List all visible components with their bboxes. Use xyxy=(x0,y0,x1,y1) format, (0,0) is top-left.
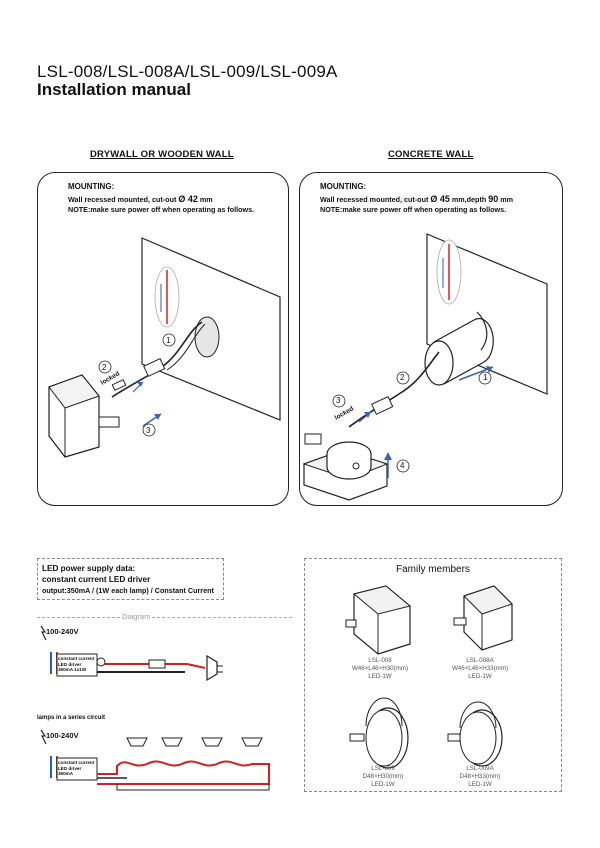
drywall-cutout: Ø 42 xyxy=(178,194,198,204)
family-icons xyxy=(345,585,513,769)
concrete-mounting-text: Wall recessed mounted, cut-out Ø 45 mm,d… xyxy=(320,194,560,215)
family-member-2: LSL-008A W46×L46×H33(mm) LED-1W xyxy=(430,657,530,681)
concrete-panel xyxy=(299,172,563,506)
wiring-diagram-single xyxy=(40,625,223,682)
drywall-unit: mm xyxy=(199,195,213,204)
lsl008-thumb-icon xyxy=(345,585,412,655)
drywall-note: NOTE:make sure power off when operating … xyxy=(68,205,255,214)
lsl009a-thumb-icon xyxy=(447,701,503,767)
concrete-cutout: Ø 45 xyxy=(430,194,450,204)
concrete-clip-icon xyxy=(304,433,322,445)
member2-model: LSL-008A xyxy=(466,657,494,664)
lsl008a-thumb-icon xyxy=(453,585,513,651)
power-supply-box xyxy=(37,558,224,600)
drywall-heading: DRYWALL OR WOODEN WALL xyxy=(90,149,234,160)
concrete-illustration xyxy=(302,233,548,501)
concrete-connector-icon xyxy=(371,396,394,415)
driver1-text: constant current LED driver 350mA 1x1W xyxy=(58,656,94,673)
power-supply-text: LED power supply data: constant current … xyxy=(42,563,227,596)
driver2-text: constant current LED driver 350mA xyxy=(58,760,94,777)
voltage2-label: 100-240V xyxy=(46,731,79,740)
drywall-step1: 1 xyxy=(166,336,171,345)
member1-model: LSL-008 xyxy=(368,657,392,664)
member4-power: LED-1W xyxy=(468,781,492,788)
family-member-3: LSL-009 D48×H30(mm) LED-1W xyxy=(333,765,433,789)
concrete-line1: Wall recessed mounted, cut-out xyxy=(320,195,429,204)
drywall-illustration xyxy=(48,237,281,458)
drywall-panel xyxy=(37,172,289,506)
lightning-icon xyxy=(40,625,47,641)
lamp-side-icon xyxy=(206,654,218,682)
member3-dims: D48×H30(mm) xyxy=(362,773,404,780)
psu-line3: output:350mA / (1W each lamp) / Constant… xyxy=(42,586,214,595)
cutout-hole xyxy=(194,316,220,358)
member2-power: LED-1W xyxy=(468,673,492,680)
connector-icon xyxy=(143,358,166,377)
concrete-mounting-label: MOUNTING: xyxy=(320,182,367,191)
led-driver-box-2 xyxy=(56,757,98,781)
plug-icon xyxy=(111,379,127,391)
concrete-arrow-step1 xyxy=(458,366,494,381)
document-title: LSL-008/LSL-008A/LSL-009/LSL-009A xyxy=(37,62,338,81)
driver1-line1: constant current xyxy=(58,656,95,661)
concrete-step3: 3 xyxy=(336,396,341,405)
member4-dims: D48×H33(mm) xyxy=(459,773,501,780)
diagram-divider-left xyxy=(37,617,120,618)
member1-dims: W46×L46×H30(mm) xyxy=(351,665,409,672)
member4-model: LSL-009A xyxy=(466,765,494,772)
family-member-4: LSL-009A D48×H33(mm) LED-1W xyxy=(430,765,530,789)
diagram-divider-right xyxy=(152,617,292,618)
lightning-icon-2 xyxy=(40,729,47,745)
driver2-line3: 350mA xyxy=(58,771,74,776)
member1-power: LED-1W xyxy=(368,673,392,680)
concrete-depth: 90 xyxy=(488,194,499,204)
drywall-line1: Wall recessed mounted, cut-out xyxy=(68,195,177,204)
drywall-step2: 2 xyxy=(102,363,107,372)
concrete-note: NOTE:make sure power off when operating … xyxy=(320,205,507,214)
driver1-line3: 350mA 1x1W xyxy=(58,667,87,672)
lsl009-thumb-icon xyxy=(349,697,409,769)
concrete-step1: 1 xyxy=(483,373,488,382)
drywall-step3: 3 xyxy=(146,426,151,435)
psu-line1: LED power supply data: xyxy=(42,564,136,573)
concrete-heading: CONCRETE WALL xyxy=(388,149,474,160)
member2-dims: W46×L46×H33(mm) xyxy=(451,665,509,672)
driver2-line2: LED driver xyxy=(58,765,82,771)
driver1-line2: LED driver xyxy=(58,661,82,667)
series-label: lamps in a series circuit xyxy=(37,715,106,721)
member3-power: LED-1W xyxy=(371,781,395,788)
family-member-1: LSL-008 W46×L46×H30(mm) LED-1W xyxy=(330,657,430,681)
driver2-line1: constant current xyxy=(58,760,95,765)
diagram-label: Diagram xyxy=(122,612,151,621)
family-members-box xyxy=(304,558,562,792)
drywall-mounting-text: Wall recessed mounted, cut-out Ø 42 mm N… xyxy=(68,194,283,215)
voltage1-label: 100-240V xyxy=(46,627,79,636)
concrete-depth-prefix: mm,depth xyxy=(451,195,487,204)
member3-model: LSL-009 xyxy=(371,765,395,772)
drywall-mounting-label: MOUNTING: xyxy=(68,182,115,191)
concrete-step4: 4 xyxy=(400,461,405,470)
concrete-step2: 2 xyxy=(400,373,405,382)
concrete-unit: mm xyxy=(500,195,514,204)
psu-line2: constant current LED driver xyxy=(42,575,151,584)
clip-icon xyxy=(98,416,120,428)
series-lamps xyxy=(126,737,263,747)
family-title: Family members xyxy=(396,564,470,575)
document-subtitle: Installation manual xyxy=(37,80,191,99)
wiring-diagram-series xyxy=(40,729,270,791)
